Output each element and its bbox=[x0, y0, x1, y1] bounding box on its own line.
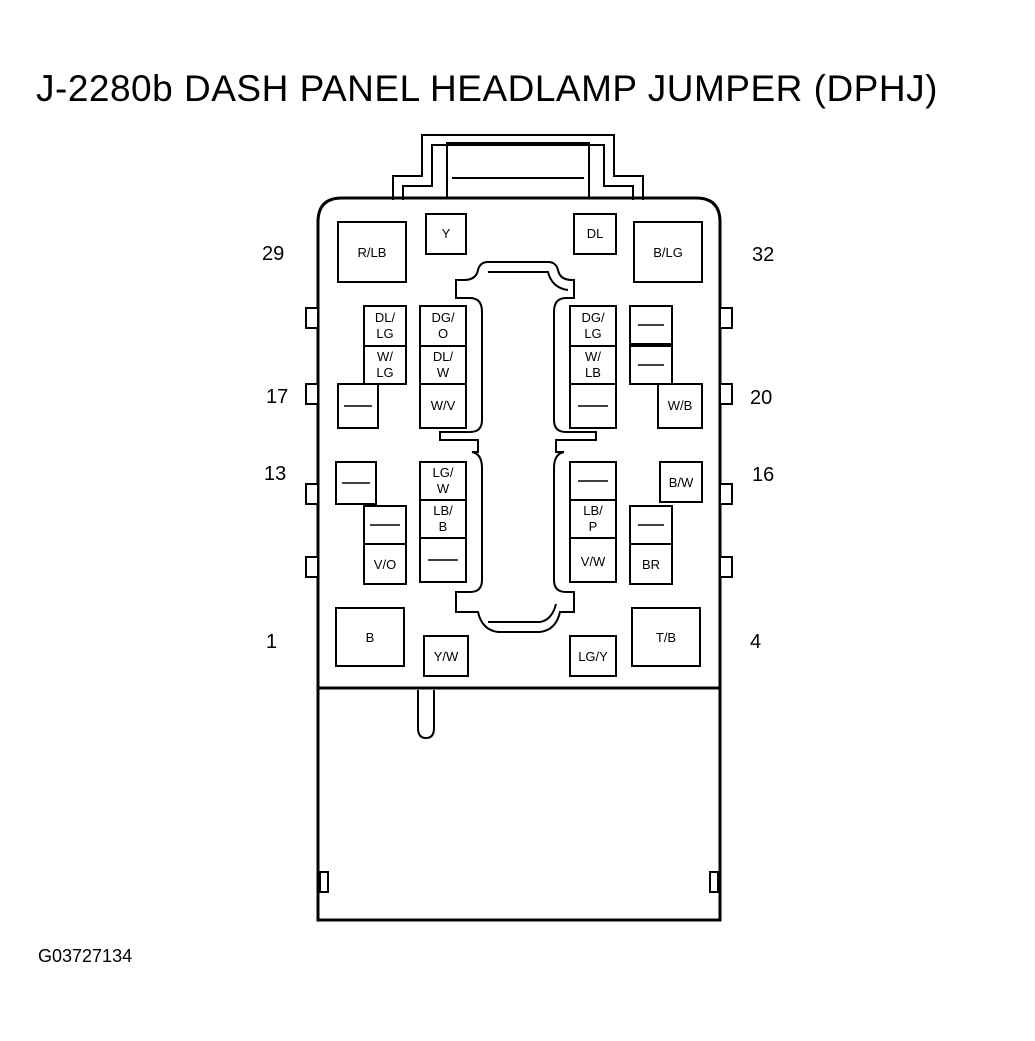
connector-latch bbox=[392, 134, 644, 200]
cavity-empty-right-top2 bbox=[629, 345, 673, 385]
cavity-v-w: V/W bbox=[569, 537, 617, 583]
svg-text:DL/: DL/ bbox=[433, 349, 454, 364]
cavity-lg-y: LG/Y bbox=[569, 635, 617, 677]
svg-text:LG: LG bbox=[376, 326, 393, 341]
cavity-dl: DL bbox=[573, 213, 617, 255]
svg-text:LB/: LB/ bbox=[583, 503, 603, 518]
pin-number-17: 17 bbox=[266, 386, 289, 408]
svg-text:LG/Y: LG/Y bbox=[578, 649, 608, 664]
diagram-title: J-2280b DASH PANEL HEADLAMP JUMPER (DPHJ… bbox=[36, 68, 938, 109]
svg-text:P: P bbox=[589, 519, 598, 534]
cavity-empty-right-center bbox=[569, 383, 617, 429]
connector-body bbox=[316, 196, 722, 922]
cavity-lb-b: LB/ B bbox=[419, 499, 467, 539]
cavity-empty-left-17 bbox=[337, 383, 379, 429]
svg-text:B: B bbox=[366, 630, 375, 645]
svg-text:W: W bbox=[437, 365, 450, 380]
cavity-v-o: V/O bbox=[363, 543, 407, 585]
cavity-br: BR bbox=[629, 543, 673, 585]
svg-text:LG: LG bbox=[376, 365, 393, 380]
svg-text:O: O bbox=[438, 326, 448, 341]
center-divider bbox=[439, 261, 597, 633]
svg-text:V/O: V/O bbox=[374, 557, 396, 572]
cavity-t-b: T/B bbox=[631, 607, 701, 667]
svg-text:Y: Y bbox=[442, 226, 451, 241]
polarizing-key bbox=[417, 690, 435, 740]
figure-id: G03727134 bbox=[38, 946, 133, 966]
svg-text:W/: W/ bbox=[377, 349, 393, 364]
svg-text:W/: W/ bbox=[585, 349, 601, 364]
cavity-b-w: B/W bbox=[659, 461, 703, 503]
pin-number-32: 32 bbox=[752, 244, 775, 266]
svg-text:T/B: T/B bbox=[656, 630, 676, 645]
cavity-w-b: W/B bbox=[657, 383, 703, 429]
pin-number-1: 1 bbox=[266, 631, 278, 653]
svg-text:DG/: DG/ bbox=[431, 310, 455, 325]
pin-number-13: 13 bbox=[264, 463, 287, 485]
svg-text:LB: LB bbox=[585, 365, 601, 380]
cavity-empty-left-center-low bbox=[419, 537, 467, 583]
svg-text:W: W bbox=[437, 481, 450, 496]
svg-text:R/LB: R/LB bbox=[358, 245, 387, 260]
pin-number-16: 16 bbox=[752, 464, 775, 486]
cavity-w-lb: W/ LB bbox=[569, 345, 617, 385]
svg-text:W/V: W/V bbox=[431, 398, 456, 413]
cavity-empty-right-13 bbox=[569, 461, 617, 501]
svg-text:B/LG: B/LG bbox=[653, 245, 683, 260]
svg-text:B/W: B/W bbox=[669, 475, 694, 490]
svg-text:BR: BR bbox=[642, 557, 660, 572]
cavity-empty-right-top1 bbox=[629, 305, 673, 345]
cavity-empty-right-mid bbox=[629, 505, 673, 545]
cavity-y: Y bbox=[425, 213, 467, 255]
svg-text:W/B: W/B bbox=[668, 398, 693, 413]
svg-text:DL: DL bbox=[587, 226, 604, 241]
pin-number-20: 20 bbox=[750, 387, 773, 409]
svg-text:DG/: DG/ bbox=[581, 310, 605, 325]
cavity-r-lb: R/LB bbox=[337, 221, 407, 283]
cavity-b-lg: B/LG bbox=[633, 221, 703, 283]
cavity-lg-w: LG/ W bbox=[419, 461, 467, 501]
svg-text:LB/: LB/ bbox=[433, 503, 453, 518]
cavity-lb-p: LB/ P bbox=[569, 499, 617, 539]
pin-number-4: 4 bbox=[750, 631, 762, 653]
cavity-dg-lg: DG/ LG bbox=[569, 305, 617, 347]
cavity-dg-o: DG/ O bbox=[419, 305, 467, 347]
cavity-b: B bbox=[335, 607, 405, 667]
svg-text:LG/: LG/ bbox=[433, 465, 454, 480]
cavity-dl-lg: DL/ LG bbox=[363, 305, 407, 347]
pin-number-29: 29 bbox=[262, 243, 285, 265]
cavity-dl-w: DL/ W bbox=[419, 345, 467, 385]
svg-text:DL/: DL/ bbox=[375, 310, 396, 325]
svg-text:V/W: V/W bbox=[581, 554, 606, 569]
cavity-empty-left-mid bbox=[363, 505, 407, 545]
cavity-w-v: W/V bbox=[419, 383, 467, 429]
svg-text:Y/W: Y/W bbox=[434, 649, 459, 664]
side-tabs bbox=[305, 307, 733, 893]
svg-text:LG: LG bbox=[584, 326, 601, 341]
cavity-w-lg: W/ LG bbox=[363, 345, 407, 385]
svg-text:B: B bbox=[439, 519, 448, 534]
cavity-y-w: Y/W bbox=[423, 635, 469, 677]
cavity-empty-left-13 bbox=[335, 461, 377, 505]
